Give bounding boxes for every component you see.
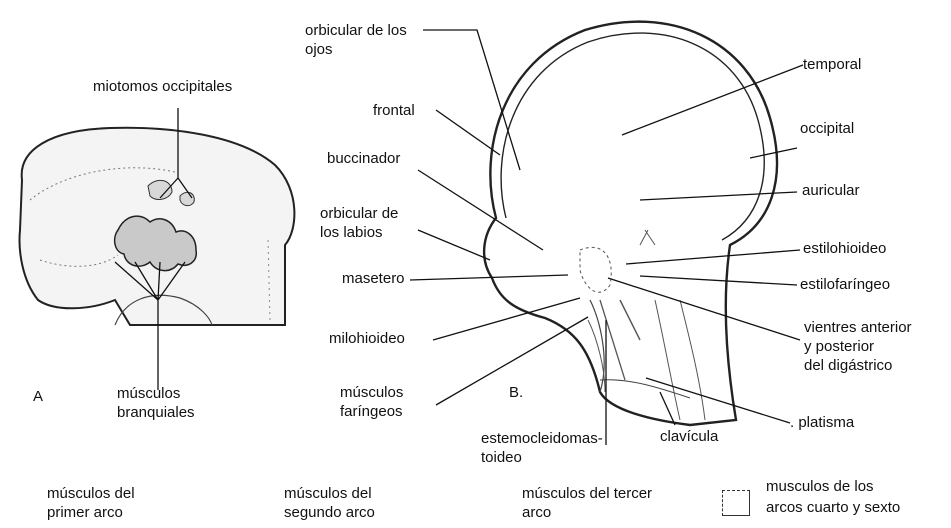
label-occipital: occipital <box>800 120 854 138</box>
label-frontal: frontal <box>373 102 415 120</box>
legend-primer-arco-2: primer arco <box>47 504 123 522</box>
label-digastrico-1: vientres anterior <box>804 319 912 337</box>
panel-b-letter: B. <box>509 384 523 402</box>
label-musculos-branquiales-1: músculos <box>117 385 180 403</box>
label-miotomos-occipitales: miotomos occipitales <box>93 78 232 96</box>
label-clavicula: clavícula <box>660 428 718 446</box>
label-milohioideo: milohioideo <box>329 330 405 348</box>
legend-tercer-arco-2: arco <box>522 504 551 522</box>
label-faringeos-2: faríngeos <box>340 403 403 421</box>
head-illustration <box>484 22 777 425</box>
legend-segundo-arco-2: segundo arco <box>284 504 375 522</box>
label-orbicular-ojos-2: ojos <box>305 41 333 59</box>
label-estilofaringeo: estilofaríngeo <box>800 276 890 294</box>
embryo-illustration <box>20 128 295 325</box>
legend-tercer-arco-1: músculos del tercer <box>522 485 652 503</box>
label-esternocleidomastoideo-1: estemocleidomas- <box>481 430 603 448</box>
label-orbicular-labios-1: orbicular de <box>320 205 398 223</box>
label-esternocleidomastoideo-2: toideo <box>481 449 522 467</box>
label-buccinador: buccinador <box>327 150 400 168</box>
legend-cuarto-sexto-1: musculos de los <box>766 478 874 496</box>
legend-segundo-arco-1: músculos del <box>284 485 372 503</box>
panel-a-letter: A <box>33 388 43 406</box>
label-masetero: masetero <box>342 270 405 288</box>
label-estilohioideo: estilohioideo <box>803 240 886 258</box>
label-platisma: . platisma <box>790 414 854 432</box>
label-temporal: temporal <box>803 56 861 74</box>
label-auricular: auricular <box>802 182 860 200</box>
label-digastrico-3: del digástrico <box>804 357 892 375</box>
label-musculos-branquiales-2: branquiales <box>117 404 195 422</box>
label-digastrico-2: y posterior <box>804 338 874 356</box>
label-orbicular-ojos-1: orbicular de los <box>305 22 407 40</box>
label-orbicular-labios-2: los labios <box>320 224 383 242</box>
legend-swatch-cuarto-sexto <box>722 490 750 516</box>
legend-cuarto-sexto-2: arcos cuarto y sexto <box>766 499 900 517</box>
label-faringeos-1: músculos <box>340 384 403 402</box>
legend-primer-arco-1: músculos del <box>47 485 135 503</box>
